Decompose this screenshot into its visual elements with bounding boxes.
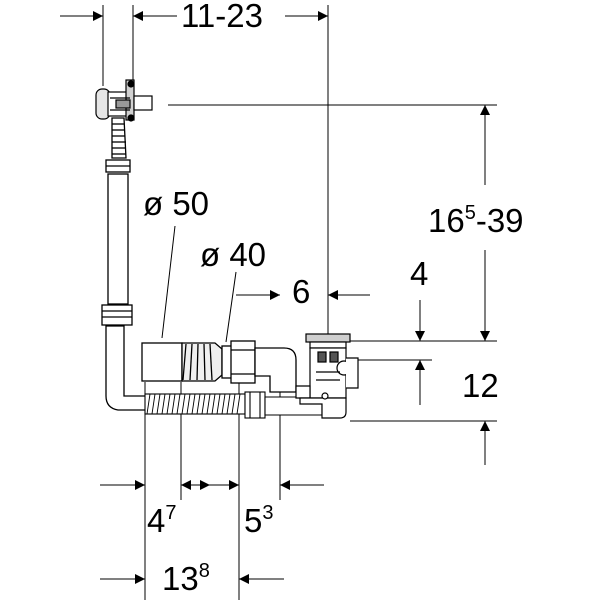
outlet-diameter-label: ø 50 bbox=[143, 185, 209, 222]
outlet-length-b-label: 53 bbox=[244, 502, 273, 539]
overflow-offset-label: 6 bbox=[292, 273, 310, 310]
dimension-labels: 11-23 165-39 ø 50 ø 40 6 4 12 47 53 138 bbox=[143, 0, 524, 597]
leader-lines bbox=[161, 225, 237, 343]
overflow-drop-label: 4 bbox=[410, 255, 428, 292]
overflow-riser-pipe bbox=[101, 117, 151, 411]
waste-valve-body bbox=[295, 333, 359, 419]
riser-height-label: 165-39 bbox=[428, 202, 524, 239]
flexible-drain-hose bbox=[144, 391, 323, 419]
outlet-height-label: 12 bbox=[462, 367, 499, 404]
trap-diameter-label: ø 40 bbox=[200, 236, 266, 273]
dimension-arrows bbox=[60, 11, 490, 584]
top-width-label: 11-23 bbox=[181, 0, 263, 34]
outlet-pipe bbox=[141, 340, 297, 393]
overflow-head bbox=[95, 79, 153, 122]
outlet-length-a-label: 47 bbox=[147, 502, 176, 539]
total-length-label: 138 bbox=[162, 560, 210, 597]
